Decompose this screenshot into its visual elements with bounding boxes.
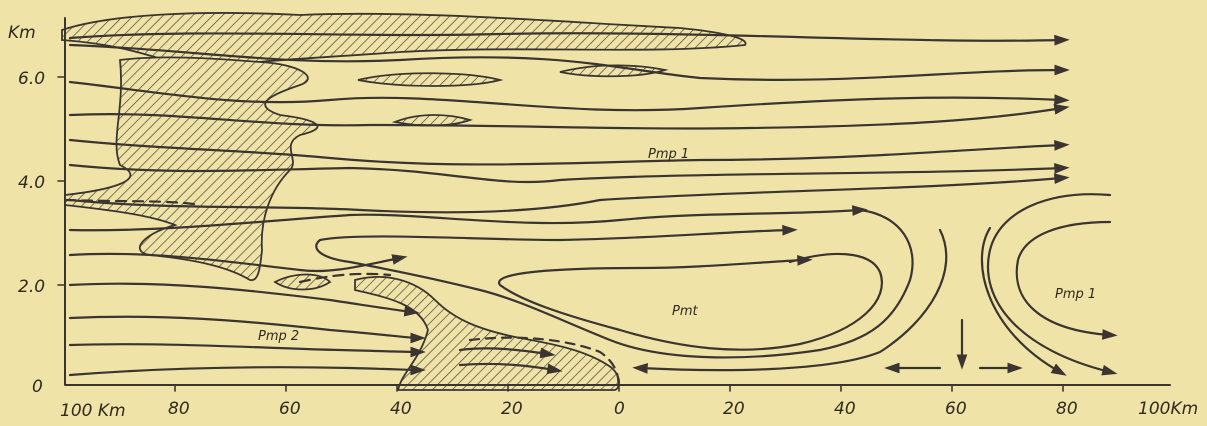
x-tick-label: 60: [279, 399, 301, 419]
flow-arrow-icon: [982, 228, 1060, 372]
x-tick-label: 100Km: [1138, 399, 1198, 419]
flow-arrow-icon: [1017, 222, 1110, 335]
flow-arrow-icon: [988, 194, 1110, 372]
x-tick-label: 100 Km: [60, 401, 126, 421]
air-mass-label-core: Pmt: [672, 304, 699, 319]
flow-arrow-icon: [70, 344, 418, 352]
y-tick-label: 6.0: [18, 69, 45, 89]
air-mass-label-right: Pmp 1: [1055, 287, 1096, 302]
y-tick-label: 2.0: [18, 277, 45, 297]
y-axis-labels: Km 6.0 4.0 2.0 0: [8, 23, 45, 397]
flow-arrow-icon: [499, 254, 882, 350]
x-tick-label: 80: [1056, 399, 1078, 419]
x-tick-label: 20: [723, 399, 745, 419]
y-tick-label: 0: [32, 377, 43, 397]
air-mass-label-upper: Pmp 1: [648, 147, 689, 162]
y-tick-label: 4.0: [18, 173, 45, 193]
air-mass-label-lower: Pmp 2: [258, 329, 299, 344]
x-tick-label: 40: [390, 399, 412, 419]
flow-arrow-icon: [70, 317, 418, 338]
x-axis-labels: 100 Km 80 60 40 20 0 20 40 60 80 100Km: [60, 399, 1198, 421]
x-tick-label: 80: [168, 399, 190, 419]
x-tick-label: 60: [945, 399, 967, 419]
x-tick-label: 20: [501, 399, 523, 419]
flow-arrow-icon: [70, 367, 418, 375]
y-unit-label: Km: [8, 23, 36, 43]
x-tick-label: 40: [834, 399, 856, 419]
x-tick-label: 0: [614, 399, 625, 419]
